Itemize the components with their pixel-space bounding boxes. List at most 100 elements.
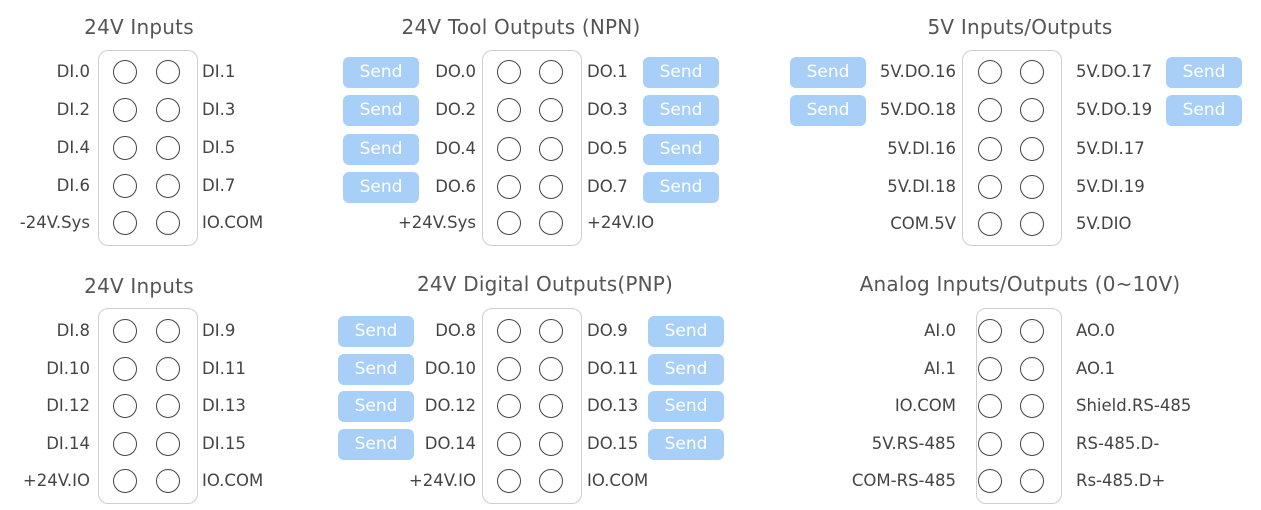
pin-label-di-8: DI.8	[56, 321, 90, 340]
send-button-do-2[interactable]: Send	[343, 95, 419, 126]
send-button-do-13[interactable]: Send	[648, 391, 724, 422]
pin-ai-1[interactable]	[978, 357, 1002, 381]
pin-label-di-11: DI.11	[202, 359, 246, 378]
pin-io-com[interactable]	[156, 469, 180, 493]
pin-shield-rs-485[interactable]	[1020, 394, 1044, 418]
pin-label-di-3: DI.3	[202, 100, 236, 119]
pin-do-15[interactable]	[539, 432, 563, 456]
pin-5v-do-17[interactable]	[1020, 60, 1044, 84]
send-button-5v-do-18[interactable]: Send	[790, 95, 866, 126]
pin-rs-485-d[interactable]	[1020, 469, 1044, 493]
pin-label-di-1: DI.1	[202, 62, 236, 81]
pin-do-8[interactable]	[497, 319, 521, 343]
send-button-do-10[interactable]: Send	[338, 354, 414, 385]
pin-5v-di-19[interactable]	[1020, 175, 1044, 199]
send-button-do-11[interactable]: Send	[648, 354, 724, 385]
group-title: 5V Inputs/Outputs	[927, 15, 1113, 39]
pin-di-1[interactable]	[156, 60, 180, 84]
pin-label-24v-io: +24V.IO	[22, 471, 90, 490]
pin-do-13[interactable]	[539, 394, 563, 418]
pin-di-4[interactable]	[113, 136, 137, 160]
pin-do-10[interactable]	[497, 357, 521, 381]
pin-label-5v-di-17: 5V.DI.17	[1076, 139, 1145, 158]
send-button-do-14[interactable]: Send	[338, 429, 414, 460]
pin-do-7[interactable]	[539, 175, 563, 199]
pin-label-di-14: DI.14	[46, 434, 90, 453]
pin-ao-1[interactable]	[1020, 357, 1044, 381]
pin-di-5[interactable]	[156, 136, 180, 160]
pin-do-11[interactable]	[539, 357, 563, 381]
send-button-do-15[interactable]: Send	[648, 429, 724, 460]
pin-com-5v[interactable]	[978, 212, 1002, 236]
pin-di-0[interactable]	[113, 60, 137, 84]
send-button-do-0[interactable]: Send	[343, 57, 419, 88]
pin-ai-0[interactable]	[978, 319, 1002, 343]
send-button-do-5[interactable]: Send	[643, 134, 719, 165]
pin-di-8[interactable]	[113, 319, 137, 343]
group-title: 24V Inputs	[84, 15, 194, 39]
send-button-do-6[interactable]: Send	[343, 172, 419, 203]
pin-di-3[interactable]	[156, 98, 180, 122]
pin-di-14[interactable]	[113, 432, 137, 456]
pin-5v-do-19[interactable]	[1020, 98, 1044, 122]
pin-di-10[interactable]	[113, 357, 137, 381]
pin-5v-di-18[interactable]	[978, 175, 1002, 199]
pin-do-3[interactable]	[539, 98, 563, 122]
pin-do-4[interactable]	[497, 137, 521, 161]
pin-di-11[interactable]	[156, 357, 180, 381]
send-button-do-9[interactable]: Send	[648, 316, 724, 347]
pin-di-7[interactable]	[156, 174, 180, 198]
send-button-do-12[interactable]: Send	[338, 391, 414, 422]
pin-rs-485-d[interactable]	[1020, 432, 1044, 456]
send-button-do-1[interactable]: Send	[643, 57, 719, 88]
pin-di-9[interactable]	[156, 319, 180, 343]
pin-ao-0[interactable]	[1020, 319, 1044, 343]
pin-do-5[interactable]	[539, 137, 563, 161]
pin-di-2[interactable]	[113, 98, 137, 122]
pin-io-com[interactable]	[156, 211, 180, 235]
pin-5v-do-16[interactable]	[978, 60, 1002, 84]
pin-5v-di-16[interactable]	[978, 137, 1002, 161]
send-button-do-7[interactable]: Send	[643, 172, 719, 203]
pin-do-14[interactable]	[497, 432, 521, 456]
send-button-do-3[interactable]: Send	[643, 95, 719, 126]
pin-24v-io[interactable]	[497, 469, 521, 493]
pin-label-do-3: DO.3	[587, 100, 628, 119]
pin-label-ao-1: AO.1	[1076, 359, 1116, 378]
pin-label-do-13: DO.13	[587, 396, 639, 415]
pin-label-do-7: DO.7	[587, 177, 628, 196]
pin-do-0[interactable]	[497, 60, 521, 84]
send-button-5v-do-19[interactable]: Send	[1166, 95, 1242, 126]
pin-label-di-10: DI.10	[46, 359, 90, 378]
pin-do-2[interactable]	[497, 98, 521, 122]
pin-24v-io[interactable]	[539, 211, 563, 235]
send-button-do-4[interactable]: Send	[343, 134, 419, 165]
send-button-do-8[interactable]: Send	[338, 316, 414, 347]
pin-di-13[interactable]	[156, 394, 180, 418]
pin-label-shield-rs-485: Shield.RS-485	[1076, 396, 1192, 415]
pin-di-6[interactable]	[113, 174, 137, 198]
pin-5v-di-17[interactable]	[1020, 137, 1044, 161]
pin-io-com[interactable]	[539, 469, 563, 493]
pin-24v-io[interactable]	[113, 469, 137, 493]
pin-di-12[interactable]	[113, 394, 137, 418]
pin-label-di-0: DI.0	[56, 62, 90, 81]
pin-label-do-0: DO.0	[435, 62, 476, 81]
pin-5v-rs-485[interactable]	[978, 432, 1002, 456]
pin-do-6[interactable]	[497, 175, 521, 199]
connector-block	[482, 308, 582, 504]
pin-5v-dio[interactable]	[1020, 212, 1044, 236]
pin-label-di-7: DI.7	[202, 176, 236, 195]
pin-5v-do-18[interactable]	[978, 98, 1002, 122]
pin-do-9[interactable]	[539, 319, 563, 343]
send-button-5v-do-16[interactable]: Send	[790, 57, 866, 88]
pin-do-12[interactable]	[497, 394, 521, 418]
send-button-5v-do-17[interactable]: Send	[1166, 57, 1242, 88]
pin-24v-sys[interactable]	[113, 211, 137, 235]
pin-do-1[interactable]	[539, 60, 563, 84]
pin-io-com[interactable]	[978, 394, 1002, 418]
pin-label-5v-di-19: 5V.DI.19	[1076, 177, 1145, 196]
pin-24v-sys[interactable]	[497, 211, 521, 235]
pin-com-rs-485[interactable]	[978, 469, 1002, 493]
pin-di-15[interactable]	[156, 432, 180, 456]
